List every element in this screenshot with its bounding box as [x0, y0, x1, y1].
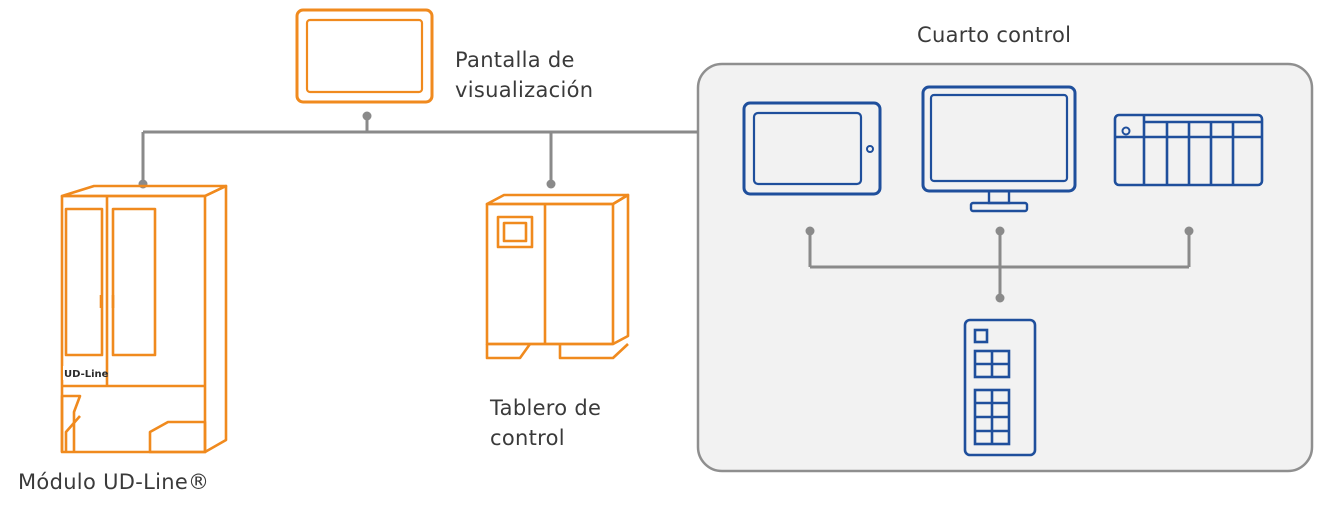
monitor-icon	[921, 85, 1077, 213]
display-screen-icon	[295, 8, 434, 104]
io-module-icon	[963, 318, 1037, 457]
cabinet-badge	[63, 366, 105, 380]
module-label: Módulo UD-Line®	[18, 470, 210, 494]
control-room-network	[808, 231, 1191, 298]
control-panel-label-line-2: control	[490, 426, 565, 450]
control-room-title: Cuarto control	[917, 23, 1072, 47]
control-panel-icon	[485, 193, 630, 360]
display-screen-label-line-1: Pantalla de	[455, 48, 575, 72]
control-panel-label: Tablero de control	[490, 393, 601, 453]
cabinet-badge-text: UD-Line	[64, 369, 109, 380]
bus-connection-dots	[138, 111, 556, 189]
network-bus	[141, 116, 698, 184]
plc-rack-icon	[1113, 113, 1264, 187]
display-screen-label-line-2: visualización	[455, 78, 594, 102]
tablet-icon	[742, 101, 882, 196]
control-panel-label-line-1: Tablero de	[490, 396, 602, 420]
cabinet-icon	[60, 184, 228, 454]
display-screen-label: Pantalla de visualización	[455, 45, 593, 105]
control-room-dots	[805, 226, 1194, 303]
